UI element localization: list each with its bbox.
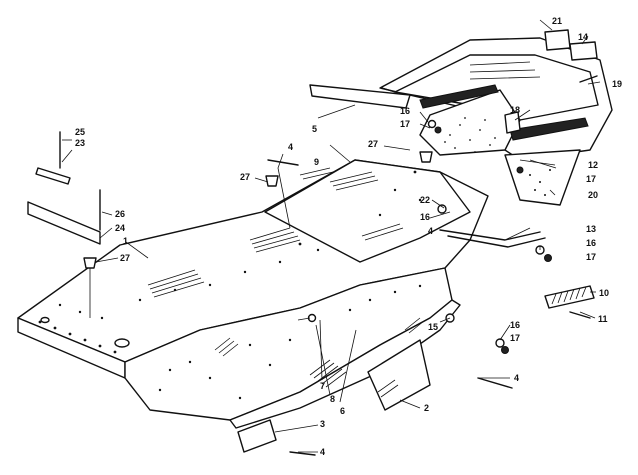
callout-label: 19 <box>612 79 622 89</box>
bracket-2 <box>367 339 431 411</box>
tunnel-frame <box>17 159 489 429</box>
reinforcement-bar <box>309 84 411 109</box>
grommet-icon <box>83 257 97 269</box>
callout-label: 24 <box>115 223 125 233</box>
hardware <box>267 87 591 456</box>
callout-label: 27 <box>240 172 250 182</box>
callout-label: 11 <box>598 314 608 324</box>
callout-label: 4 <box>288 142 293 152</box>
callout-label: 14 <box>578 32 588 42</box>
callout-label: 26 <box>115 209 125 219</box>
callout-label: 16 <box>586 238 596 248</box>
callout-label: 2 <box>424 403 429 413</box>
callout-label: 4 <box>320 447 325 457</box>
callout-label: 16 <box>510 320 520 330</box>
callout-label: 17 <box>510 333 520 343</box>
callout-label: 16 <box>400 106 410 116</box>
callout-label: 17 <box>586 252 596 262</box>
callout-label: 5 <box>312 124 317 134</box>
callout-label: 3 <box>320 419 325 429</box>
callout-label: 17 <box>586 174 596 184</box>
callout-label: 18 <box>510 105 520 115</box>
grommet-icon <box>419 151 433 163</box>
callout-label: 17 <box>400 119 410 129</box>
leader-lines <box>61 19 601 453</box>
callout-labels: 1 2 3 4 4 4 4 5 6 7 8 9 10 11 12 13 14 1… <box>75 16 622 457</box>
callout-label: 27 <box>120 253 130 263</box>
seat-base-assembly <box>379 29 613 206</box>
callout-label: 10 <box>599 288 609 298</box>
callout-label: 12 <box>588 160 598 170</box>
bracket-23 <box>35 167 71 185</box>
bracket-24 <box>27 201 101 245</box>
callout-label: 23 <box>75 138 85 148</box>
callout-label: 4 <box>428 226 433 236</box>
callout-label: 21 <box>552 16 562 26</box>
plate-3 <box>237 419 277 453</box>
callout-label: 22 <box>420 195 430 205</box>
callout-label: 15 <box>428 322 438 332</box>
callout-label: 4 <box>514 373 519 383</box>
grommet-icon <box>265 175 279 187</box>
reflector <box>544 285 595 309</box>
callout-label: 20 <box>588 190 598 200</box>
callout-label: 7 <box>320 381 325 391</box>
callout-label: 27 <box>368 139 378 149</box>
callout-label: 1 <box>123 236 128 246</box>
callout-label: 8 <box>330 394 335 404</box>
callout-label: 16 <box>420 212 430 222</box>
callout-label: 25 <box>75 127 85 137</box>
callout-label: 13 <box>586 224 596 234</box>
callout-label: 9 <box>314 157 319 167</box>
callout-label: 6 <box>340 406 345 416</box>
